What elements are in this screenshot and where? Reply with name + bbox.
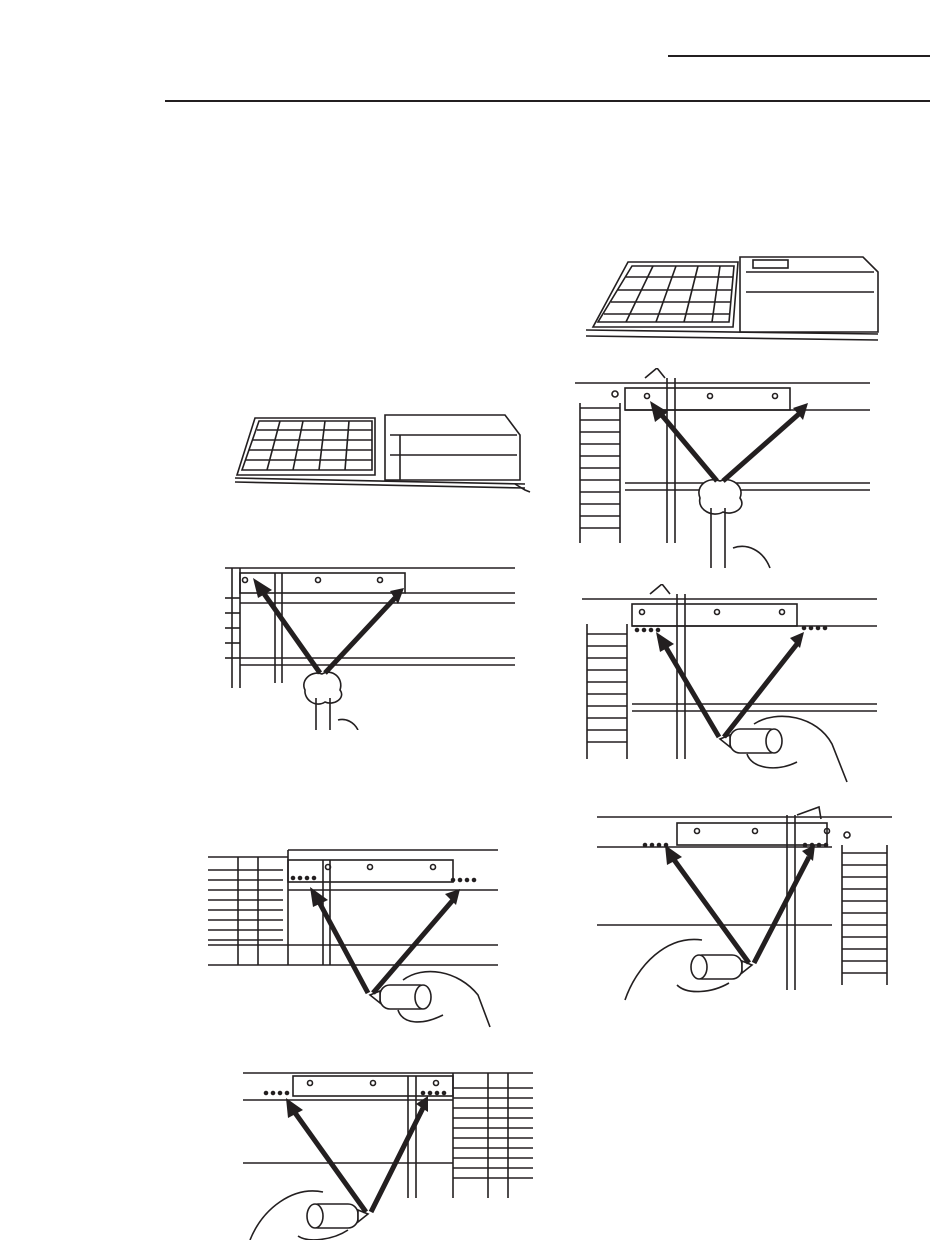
lubricate-slide-illustration-left-2 <box>238 1068 533 1240</box>
lubricate-slide-illustration-left-1 <box>208 845 498 1030</box>
rack-illustration-right <box>578 252 883 344</box>
rack-illustration-left <box>225 410 535 495</box>
oven-rack-icon <box>578 252 883 344</box>
lubricate-slide-illustration-right-2 <box>597 805 892 1005</box>
wipe-slide-illustration-right <box>575 368 870 573</box>
lubricate-slide-illustration-right-1 <box>582 584 877 784</box>
oven-rack-icon <box>225 410 535 495</box>
header-rule-short <box>668 55 930 57</box>
wipe-slide-illustration-left <box>220 558 520 730</box>
header-rule-long <box>165 100 930 102</box>
